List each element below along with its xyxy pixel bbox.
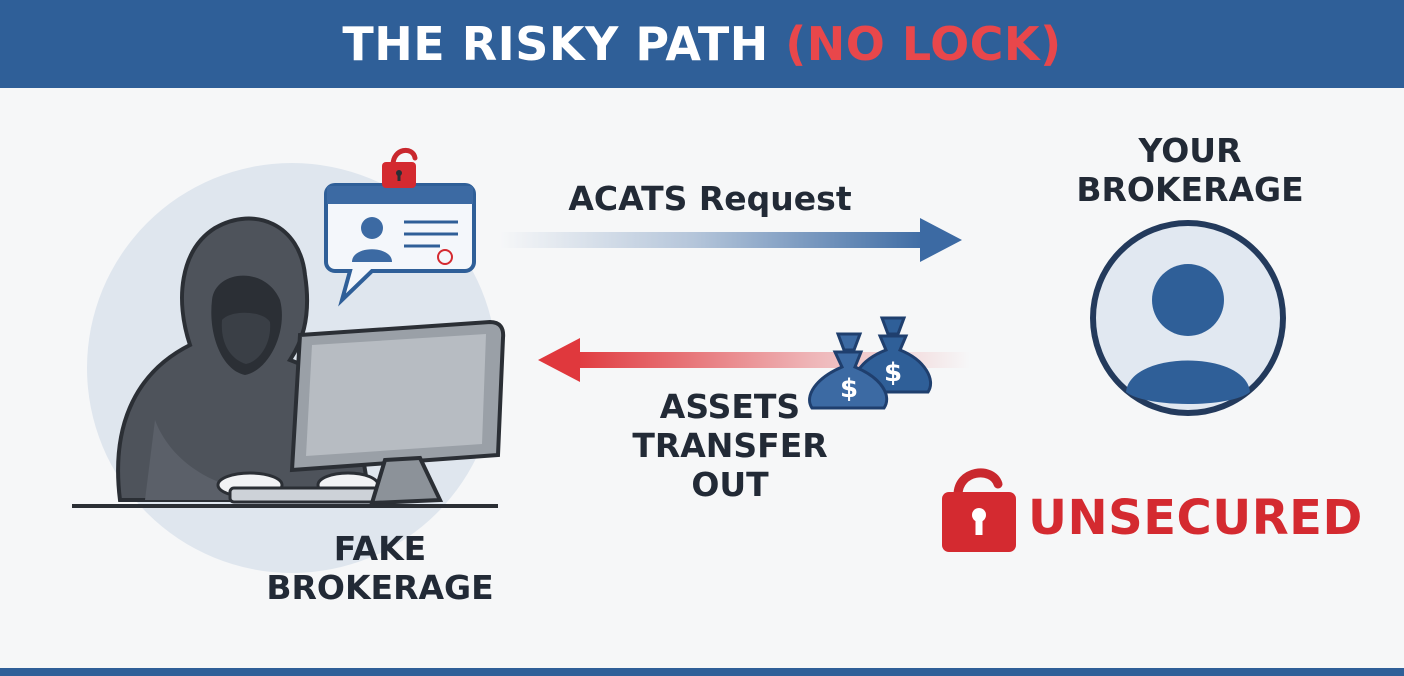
- title-warning: (NO LOCK): [785, 17, 1062, 71]
- money-bag-icon: $: [808, 332, 889, 410]
- assets-transfer-label: ASSETS TRANSFER OUT: [600, 387, 860, 505]
- bottom-border: [0, 668, 1404, 676]
- fake-label-line1: FAKE: [333, 529, 427, 568]
- assets-label-line2: TRANSFER: [632, 425, 828, 465]
- acats-request-arrow: [500, 218, 962, 262]
- your-brokerage-label: YOUR BROKERAGE: [1040, 131, 1340, 210]
- page-title: THE RISKY PATH (NO LOCK): [342, 17, 1061, 71]
- header-banner: THE RISKY PATH (NO LOCK): [0, 0, 1404, 88]
- svg-text:$: $: [840, 374, 858, 404]
- user-avatar-icon: [1090, 220, 1286, 416]
- assets-label-line3: OUT: [691, 464, 769, 504]
- your-label-line2: BROKERAGE: [1076, 169, 1304, 209]
- fake-brokerage-label: FAKE BROKERAGE: [230, 529, 530, 608]
- small-unlocked-padlock-icon: [382, 147, 418, 188]
- computer-monitor-icon: [289, 319, 506, 506]
- unsecured-status: UNSECURED: [1028, 490, 1363, 546]
- assets-label-line1: ASSETS: [659, 387, 801, 426]
- unlocked-padlock-icon: [942, 468, 1016, 552]
- your-label-line1: YOUR: [1138, 131, 1242, 170]
- svg-text:$: $: [884, 358, 902, 388]
- acats-request-label: ACATS Request: [568, 179, 852, 218]
- title-main: THE RISKY PATH: [342, 17, 786, 71]
- id-card-icon: [324, 183, 476, 307]
- fake-label-line2: BROKERAGE: [266, 567, 494, 607]
